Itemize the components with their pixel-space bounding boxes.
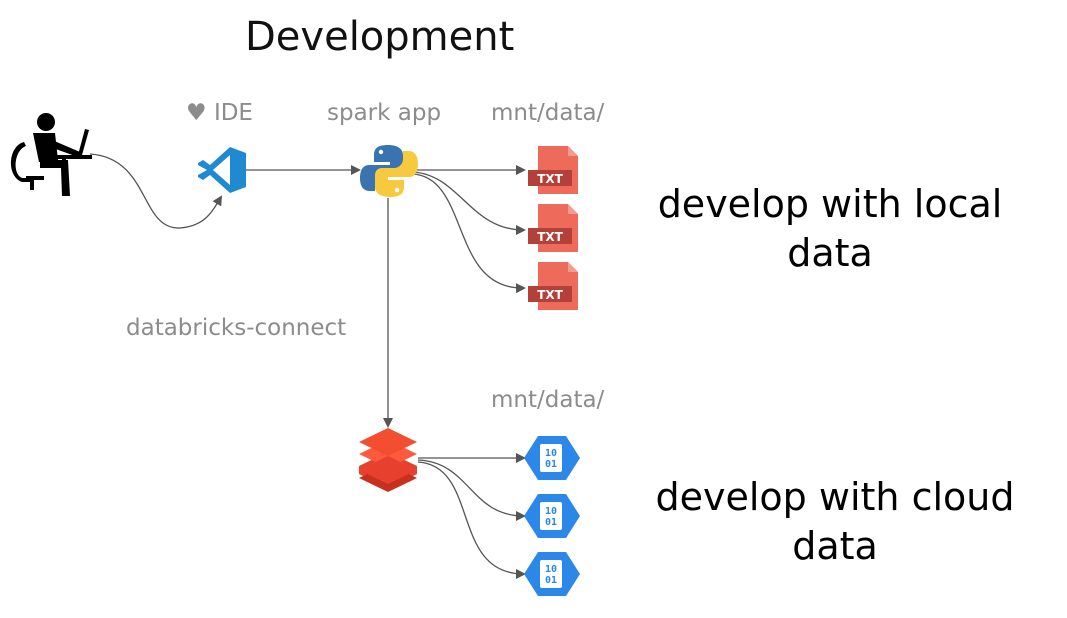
databricks-icon: [359, 428, 417, 492]
spark-app-label: spark app: [327, 100, 442, 126]
connector-developer-ide: [89, 153, 223, 229]
page-title: Development: [245, 14, 515, 60]
databricks-connect-label: databricks-connect: [126, 315, 347, 341]
connector-databricks-blob2: [417, 459, 526, 521]
cloud-caption-line1: develop with cloud: [655, 475, 1015, 519]
txt-file-icon-3: TXT: [528, 262, 578, 310]
cloud-data-caption: develop with cloud data: [630, 473, 1040, 571]
person-at-laptop-icon: [10, 113, 92, 196]
local-data-caption: develop with local data: [630, 180, 1030, 278]
mnt-data-cloud-label: mnt/data/: [491, 387, 605, 413]
txt-file-label: TXT: [537, 230, 563, 244]
heart-icon: ♥: [186, 100, 207, 126]
azure-blob-icon-1: 10 01: [524, 436, 580, 480]
azure-blob-icon-2: 10 01: [524, 494, 580, 538]
mnt-data-local-label: mnt/data/: [491, 100, 605, 126]
local-caption-line2: data: [787, 231, 873, 275]
txt-file-label: TXT: [537, 288, 563, 302]
blob-label-bottom: 01: [545, 575, 557, 586]
connector-databricks-blob3: [417, 461, 526, 579]
txt-file-icon-2: TXT: [528, 204, 578, 252]
txt-file-icon-1: TXT: [528, 146, 578, 194]
blob-label-top: 10: [545, 506, 557, 517]
connector-spark-file2: [412, 171, 526, 235]
blob-label-top: 10: [545, 448, 557, 459]
txt-file-label: TXT: [537, 172, 563, 186]
blob-label-bottom: 01: [545, 459, 557, 470]
ide-label-text: IDE: [213, 100, 253, 126]
connectors: [89, 153, 526, 579]
blob-label-bottom: 01: [545, 517, 557, 528]
python-icon: [360, 145, 418, 197]
cloud-caption-line2: data: [792, 524, 878, 568]
local-caption-line1: develop with local: [657, 182, 1003, 226]
connector-spark-file3: [412, 173, 526, 294]
blob-label-top: 10: [545, 564, 557, 575]
vscode-icon: [198, 147, 246, 193]
ide-label: ♥ IDE: [186, 100, 253, 126]
azure-blob-icon-3: 10 01: [524, 552, 580, 596]
